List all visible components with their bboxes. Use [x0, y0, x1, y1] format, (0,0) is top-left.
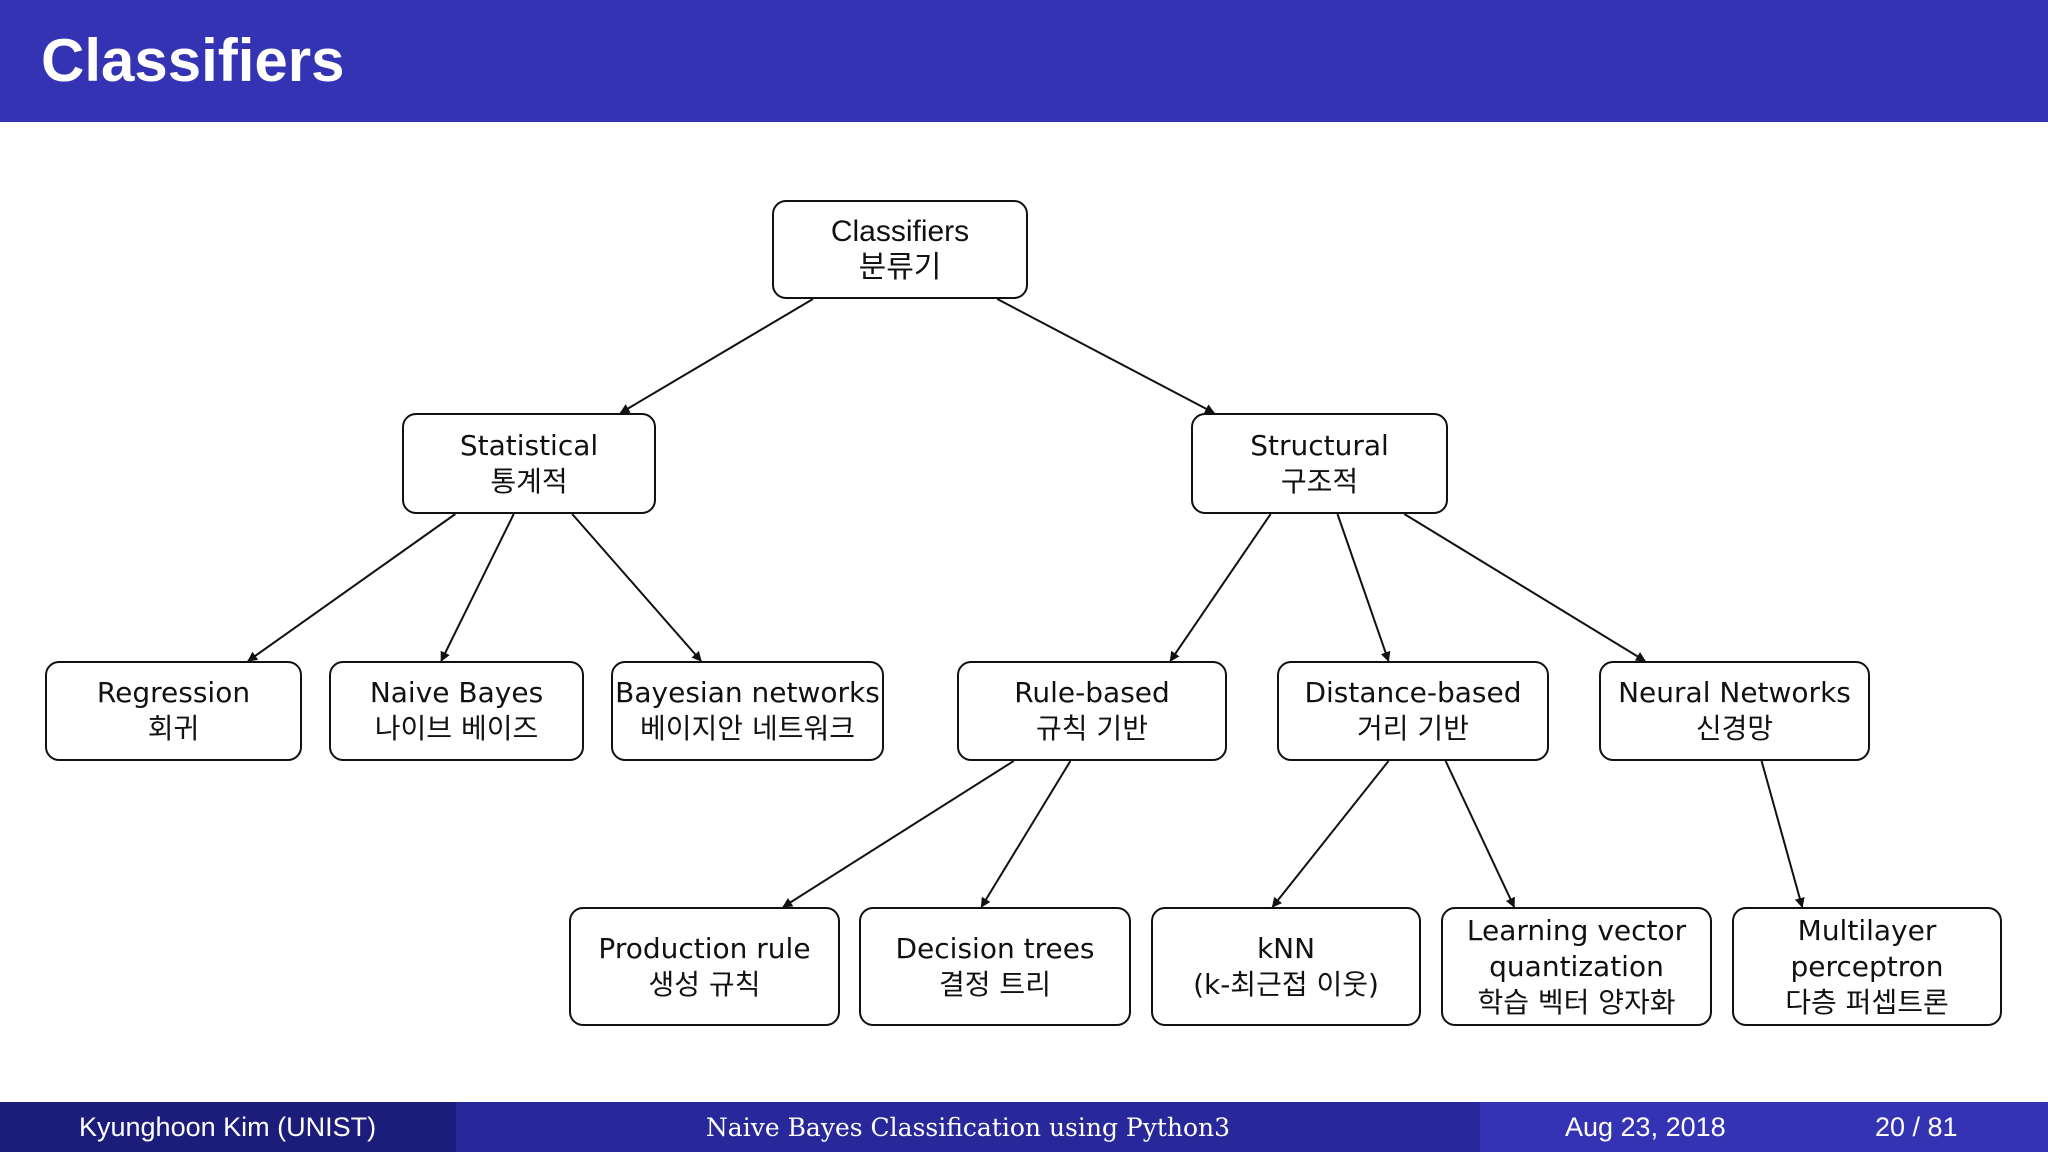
node-knn-ko: (k-최근접 이웃)	[1193, 967, 1379, 1001]
node-distance-based-en: Distance-based	[1304, 676, 1522, 709]
node-naive-bayes: Naive Bayes 나이브 베이즈	[329, 661, 584, 761]
node-production-rule-en: Production rule	[598, 931, 811, 965]
node-decision-trees-ko: 결정 트리	[939, 967, 1051, 1001]
node-bayesian-networks-ko: 베이지안 네트워크	[640, 712, 855, 745]
node-mlp: Multilayer perceptron 다층 퍼셉트론	[1732, 907, 2002, 1026]
node-regression-en: Regression	[96, 676, 251, 709]
edge-statistical-to-naive-bayes	[440, 513, 515, 662]
node-naive-bayes-ko: 나이브 베이즈	[374, 712, 539, 745]
node-bayesian-networks-en: Bayesian networks	[615, 676, 880, 709]
node-distance-based: Distance-based 거리 기반	[1277, 661, 1549, 761]
node-statistical: Statistical 통계적	[402, 413, 656, 514]
node-mlp-en1: Multilayer	[1797, 913, 1937, 947]
slide-title: Classifiers	[41, 27, 345, 94]
edge-structural-to-neural-networks	[1403, 513, 1646, 662]
edge-distance-based-to-knn	[1271, 760, 1390, 908]
node-lvq-en2: quantization	[1489, 949, 1664, 983]
node-mlp-en2: perceptron	[1790, 949, 1944, 983]
edge-classifiers-to-statistical	[619, 298, 814, 414]
node-distance-based-ko: 거리 기반	[1357, 712, 1469, 745]
node-naive-bayes-en: Naive Bayes	[369, 676, 544, 709]
node-classifiers-ko: 분류기	[858, 250, 942, 284]
node-knn-en: kNN	[1256, 931, 1316, 965]
node-production-rule-ko: 생성 규칙	[648, 967, 761, 1001]
node-rule-based-ko: 규칙 기반	[1036, 712, 1148, 745]
node-mlp-ko: 다층 퍼셉트론	[1785, 985, 1949, 1019]
edge-rule-based-to-production-rule	[782, 760, 1015, 908]
footer-bar: Kyunghoon Kim (UNIST) Naive Bayes Classi…	[0, 1102, 2048, 1152]
footer-talk-title-text: Naive Bayes Classification using Python3	[705, 1112, 1231, 1142]
node-knn: kNN (k-최근접 이웃)	[1151, 907, 1421, 1026]
node-classifiers: Classifiers 분류기	[772, 200, 1028, 299]
node-bayesian-networks: Bayesian networks 베이지안 네트워크	[611, 661, 884, 761]
node-structural: Structural 구조적	[1191, 413, 1448, 514]
footer-author-text: Kyunghoon Kim (UNIST)	[79, 1111, 377, 1142]
node-classifiers-en: Classifiers	[830, 214, 970, 248]
edge-rule-based-to-decision-trees	[980, 760, 1072, 908]
edge-neural-networks-to-mlp	[1760, 760, 1805, 908]
footer-page-number: 20 / 81	[1875, 1111, 1958, 1142]
node-neural-networks: Neural Networks 신경망	[1599, 661, 1870, 761]
node-lvq-ko: 학습 벡터 양자화	[1477, 985, 1676, 1019]
node-regression: Regression 회귀	[45, 661, 302, 761]
node-lvq: Learning vector quantization 학습 벡터 양자화	[1441, 907, 1712, 1026]
node-decision-trees-en: Decision trees	[895, 931, 1095, 965]
edge-structural-to-distance-based	[1336, 513, 1391, 662]
node-lvq-en1: Learning vector	[1466, 913, 1687, 947]
edge-structural-to-rule-based	[1169, 513, 1272, 662]
footer-talk-title: Naive Bayes Classification using Python3	[456, 1102, 1480, 1152]
footer-date: Aug 23, 2018	[1565, 1111, 1726, 1142]
footer-author: Kyunghoon Kim (UNIST)	[0, 1102, 456, 1152]
node-statistical-en: Statistical	[459, 428, 599, 462]
node-neural-networks-ko: 신경망	[1695, 712, 1774, 745]
node-decision-trees: Decision trees 결정 트리	[859, 907, 1131, 1026]
title-bar: Classifiers	[0, 0, 2048, 122]
node-structural-ko: 구조적	[1280, 464, 1359, 498]
node-neural-networks-en: Neural Networks	[1618, 676, 1851, 709]
node-production-rule: Production rule 생성 규칙	[569, 907, 840, 1026]
node-statistical-ko: 통계적	[490, 464, 568, 498]
edge-distance-based-to-lvq	[1444, 760, 1516, 908]
edge-statistical-to-regression	[247, 513, 456, 662]
edge-classifiers-to-structural	[996, 298, 1216, 414]
footer-meta: Aug 23, 2018 20 / 81	[1480, 1102, 2048, 1152]
edge-statistical-to-bayesian-networks	[571, 513, 702, 662]
node-rule-based-en: Rule-based	[1014, 676, 1170, 709]
node-rule-based: Rule-based 규칙 기반	[957, 661, 1227, 761]
node-structural-en: Structural	[1250, 428, 1389, 462]
node-regression-ko: 회귀	[147, 712, 200, 745]
